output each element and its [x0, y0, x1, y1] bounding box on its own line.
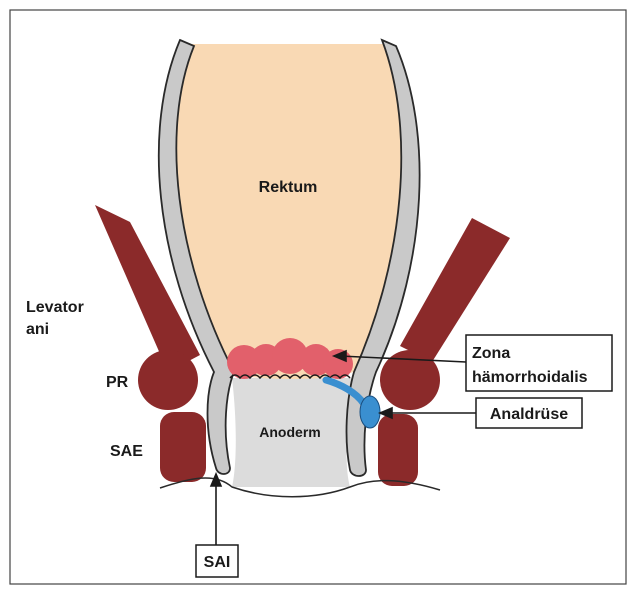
label-pr: PR	[106, 374, 129, 391]
label-analdruese: Analdrüse	[490, 406, 568, 423]
anal-gland	[360, 396, 380, 428]
label-sae: SAE	[110, 443, 143, 460]
label-haemorrhoidalis: hämorrhoidalis	[472, 369, 588, 386]
label-ani: ani	[26, 321, 49, 338]
puborectalis-left	[138, 350, 198, 410]
label-anoderm: Anoderm	[259, 424, 320, 440]
sae-left	[160, 412, 206, 482]
label-zona: Zona	[472, 345, 510, 362]
sae-right	[378, 414, 418, 486]
label-levator: Levator	[26, 299, 84, 316]
label-rektum: Rektum	[259, 179, 318, 196]
label-sai: SAI	[204, 554, 231, 571]
